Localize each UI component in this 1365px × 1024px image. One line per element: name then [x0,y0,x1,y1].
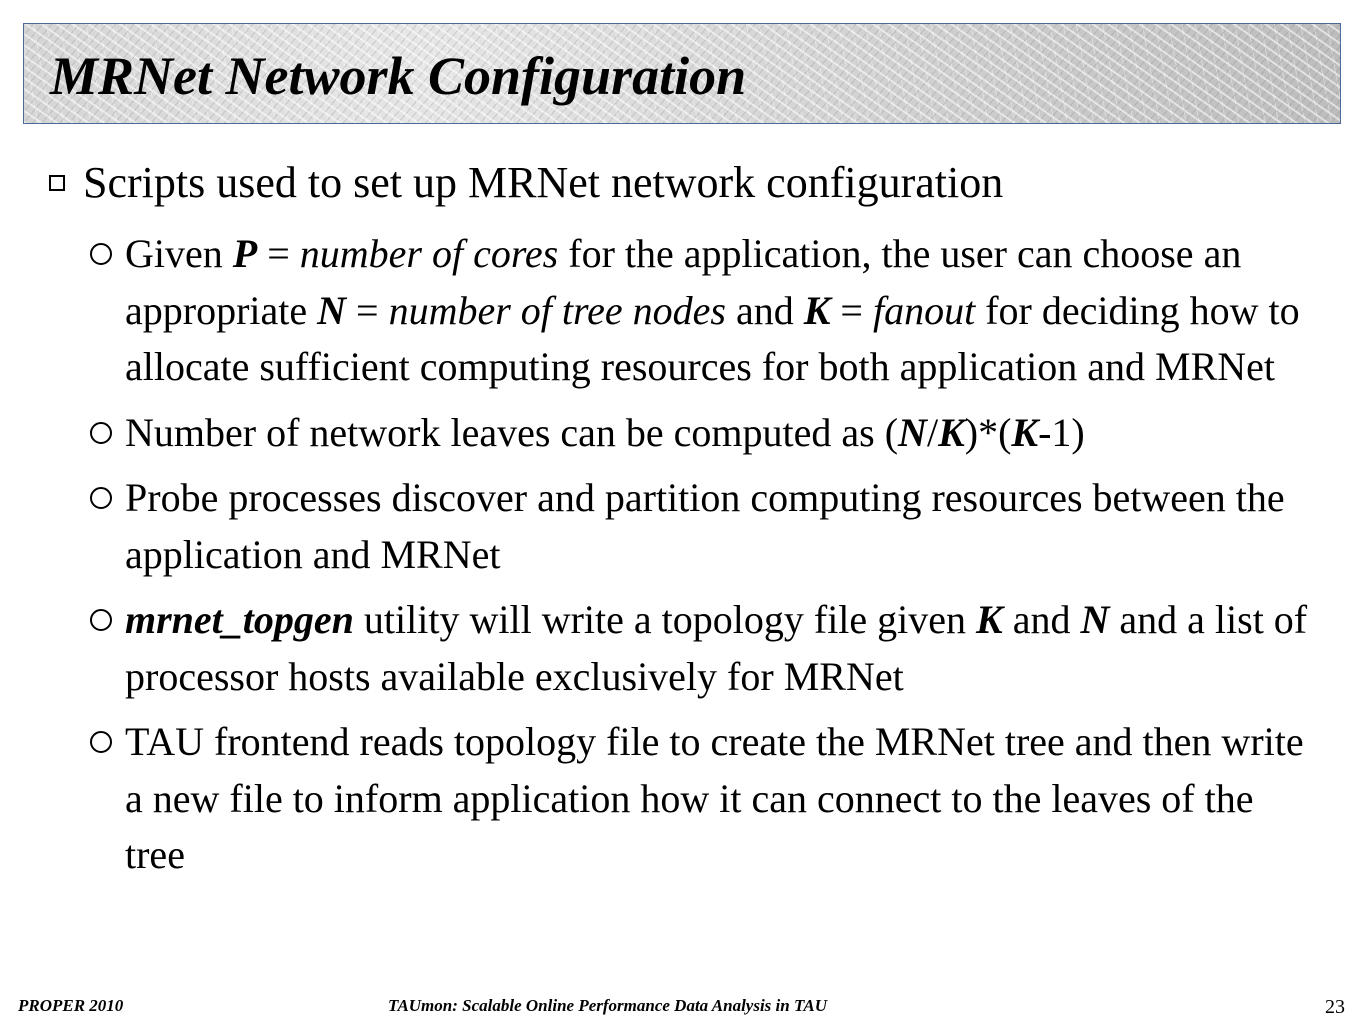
text-run: N [317,287,347,333]
sub-bullet-text: Probe processes discover and partition c… [125,470,1320,583]
text-run: number of tree nodes [388,287,726,333]
circle-bullet-icon [90,609,112,631]
text-run: K [803,287,831,333]
text-run: mrnet_topgen [125,597,354,642]
text-run: and [1002,597,1081,642]
text-run: Given [125,231,233,276]
sub-bullet-text: TAU frontend reads topology file to crea… [125,714,1320,884]
sub-bullet-list: Given P = number of cores for the applic… [90,226,1320,893]
text-run: N [1080,597,1110,642]
square-bullet-icon [49,175,65,191]
text-run: P [232,231,258,276]
circle-bullet-icon [90,731,112,753]
text-run: K [938,409,965,455]
circle-bullet-icon [90,421,112,444]
text-run: utility will write a topology file given [353,597,977,642]
text-run: and a list of processor hosts available … [125,597,1308,699]
text-run: K [1011,409,1039,455]
footer-conference: PROPER 2010 [18,996,124,1015]
text-run: K [976,597,1003,642]
main-bullet-text: Scripts used to set up MRNet network con… [83,158,1004,207]
text-run: and [725,287,804,333]
text-run: N [898,409,927,455]
text-run: number of cores [299,231,559,276]
sub-bullet-1: Given P = number of cores for the applic… [90,226,1320,396]
main-bullet: Scripts used to set up MRNet network con… [49,155,1339,211]
sub-bullet-5: TAU frontend reads topology file to crea… [90,714,1320,884]
circle-bullet-icon [90,487,112,509]
circle-bullet-icon [90,243,112,265]
text-run: TAU frontend reads topology file to crea… [125,719,1304,877]
text-run: for deciding how to allocate sufficient … [125,287,1300,390]
sub-bullet-3: Probe processes discover and partition c… [90,470,1320,583]
text-run: = [830,287,873,333]
sub-bullet-text: Given P = number of cores for the applic… [125,226,1320,396]
title-bar [23,23,1341,124]
text-run: Probe processes discover and partition c… [125,475,1285,577]
text-run: = [257,231,300,276]
text-run: -1) [1038,409,1085,455]
sub-bullet-2: Number of network leaves can be computed… [90,405,1320,462]
sub-bullet-4: mrnet_topgen utility will write a topolo… [90,592,1320,705]
text-run: / [926,409,939,455]
page-number: 23 [1325,996,1345,1018]
text-run: )*( [964,409,1012,455]
footer-talk-title: TAUmon: Scalable Online Performance Data… [388,996,828,1015]
slide-title: MRNet Network Configuration [50,46,747,106]
text-run: Number of network leaves can be computed… [125,409,899,455]
text-run: = [346,287,389,333]
sub-bullet-text: Number of network leaves can be computed… [125,405,1085,462]
text-run: for the application, the user can choose… [125,231,1242,333]
sub-bullet-text: mrnet_topgen utility will write a topolo… [125,592,1320,705]
text-run: fanout [872,287,976,333]
